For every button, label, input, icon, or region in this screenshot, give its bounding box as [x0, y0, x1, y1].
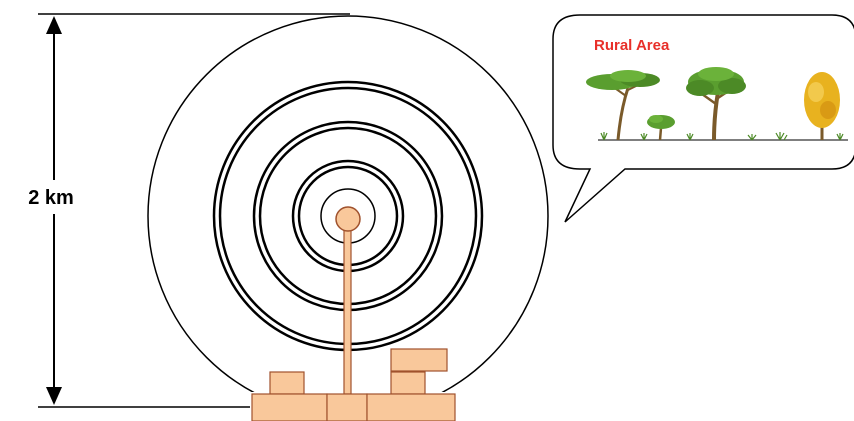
building-small-left: [270, 372, 304, 394]
tower-antenna: [336, 207, 360, 231]
arrow-up-icon: [46, 16, 62, 34]
callout-title: Rural Area: [594, 37, 670, 54]
building-top-right: [391, 349, 447, 371]
radio-tower-icon: [336, 207, 360, 394]
rural-area-callout: Rural Area: [553, 15, 854, 222]
building-mid-right: [391, 372, 425, 394]
arrow-down-icon: [46, 387, 62, 405]
tower-mast: [344, 228, 351, 394]
building-base-center: [327, 394, 367, 421]
building-base-right: [367, 394, 455, 421]
building-base-left: [252, 394, 327, 421]
building-icon: [252, 349, 455, 421]
dimension-label: 2 km: [28, 187, 74, 209]
